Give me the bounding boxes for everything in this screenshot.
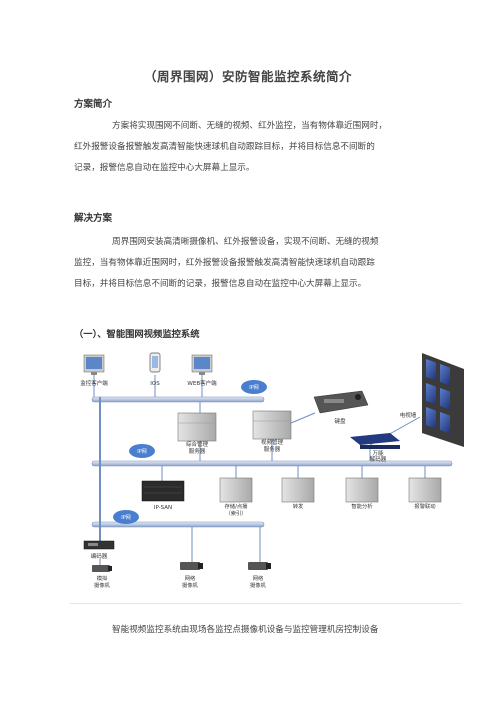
forwarding-server-icon xyxy=(281,466,315,503)
ip-network-cloud-icon xyxy=(241,380,267,394)
network-diagram: 监控客户端 IOS WEB客户端 IP网 IP网 IP网 综合管理 服务器 视频… xyxy=(80,352,464,589)
network-camera-icon xyxy=(180,527,203,570)
network-bus-middle xyxy=(91,460,453,467)
client-label-monitor: 监控客户端 xyxy=(80,379,108,387)
subsection-heading: （一）、智能围网视频监控系统 xyxy=(74,329,200,340)
page-title: （周界围网）安防智能监控系统简介 xyxy=(143,69,352,84)
body-text-last-line: 智能视频监控系统由现场各监控点摄像机设备与监控管理机房控制设备 xyxy=(112,625,379,635)
web-client-icon xyxy=(191,354,213,397)
ip-label: IP网 xyxy=(249,385,259,391)
svg-text:转发: 转发 xyxy=(293,502,304,510)
encoder-icon xyxy=(83,540,115,550)
svg-text:报警联动: 报警联动 xyxy=(414,502,435,510)
svg-text:解码器: 解码器 xyxy=(370,455,387,463)
svg-text:视频管理: 视频管理 xyxy=(261,438,284,446)
storage-array-label: IP-SAN xyxy=(154,505,172,511)
alarm-server-icon xyxy=(408,466,442,503)
analog-camera-icon xyxy=(92,559,112,572)
svg-text:万能: 万能 xyxy=(372,449,384,457)
overview-line: 记录，报警信息自动在监控中心大屏幕上显示。 xyxy=(74,163,255,173)
tv-wall-icon xyxy=(422,353,464,447)
network-bus-top xyxy=(91,396,265,403)
svg-text:摄像机: 摄像机 xyxy=(182,581,199,589)
monitor-client-icon xyxy=(83,354,105,397)
svg-text:服务器: 服务器 xyxy=(189,447,206,455)
overview-line: 方案将实现围网不间断、无缝的视频、红外监控，当有物体靠近围网时， xyxy=(112,121,388,131)
keyboard-label: 键盘 xyxy=(334,417,346,425)
encoder-label: 编码器 xyxy=(91,552,108,560)
section-heading-overview: 方案简介 xyxy=(74,99,113,110)
svg-text:智能分析: 智能分析 xyxy=(351,502,373,510)
storage-array-icon xyxy=(141,466,185,502)
client-label-web: WEB客户端 xyxy=(187,379,217,387)
solution-line: 周界围网安装高清晰摄像机、红外报警设备，实现不间断、无缝的视频 xyxy=(112,237,379,247)
ip-label: IP网 xyxy=(137,449,147,455)
svg-text:服务器: 服务器 xyxy=(264,445,281,453)
section-heading-solution: 解决方案 xyxy=(74,213,113,224)
svg-text:网络: 网络 xyxy=(253,574,264,582)
network-bus-bottom xyxy=(91,521,265,528)
ip-network-cloud-icon xyxy=(113,510,139,524)
overview-line: 红外报警设备报警触发高清智能快速球机自动跟踪目标，并将目标信息不间断的 xyxy=(74,142,375,152)
video-server-icon xyxy=(252,410,316,461)
ip-network-cloud-icon xyxy=(129,444,155,458)
client-label-ios: IOS xyxy=(150,381,160,387)
analysis-server-icon xyxy=(345,466,379,503)
solution-line: 监控，当有物体靠近围网时，红外报警设备报警触发高清智能快速球机自动跟踪 xyxy=(74,258,375,268)
ip-label: IP网 xyxy=(121,515,131,521)
network-camera-icon xyxy=(248,527,271,570)
keyboard-icon xyxy=(313,390,369,414)
overview-paragraph: 方案将实现围网不间断、无缝的视频、红外监控，当有物体靠近围网时， 红外报警设备报… xyxy=(74,116,424,179)
solution-line: 目标，并将目标信息不间断的记录，报警信息自动在监控中心大屏幕上显示。 xyxy=(74,279,367,289)
svg-text:摄像机: 摄像机 xyxy=(250,581,267,589)
phone-icon xyxy=(149,352,161,397)
storage-server-icon xyxy=(219,466,253,503)
svg-text:模拟: 模拟 xyxy=(97,574,108,582)
svg-text:网络: 网络 xyxy=(185,574,196,582)
management-server-icon xyxy=(177,402,217,461)
divider xyxy=(70,603,462,604)
svg-text:摄像机: 摄像机 xyxy=(94,581,111,589)
svg-text:存储/点播: 存储/点播 xyxy=(225,502,249,510)
solution-paragraph: 周界围网安装高清晰摄像机、红外报警设备，实现不间断、无缝的视频 监控，当有物体靠… xyxy=(74,232,424,295)
svg-text:（索引）: （索引） xyxy=(225,509,246,517)
decoder-icon xyxy=(350,433,400,461)
svg-text:综合管理: 综合管理 xyxy=(186,440,209,448)
tv-wall-label: 电视墙 xyxy=(400,411,417,419)
